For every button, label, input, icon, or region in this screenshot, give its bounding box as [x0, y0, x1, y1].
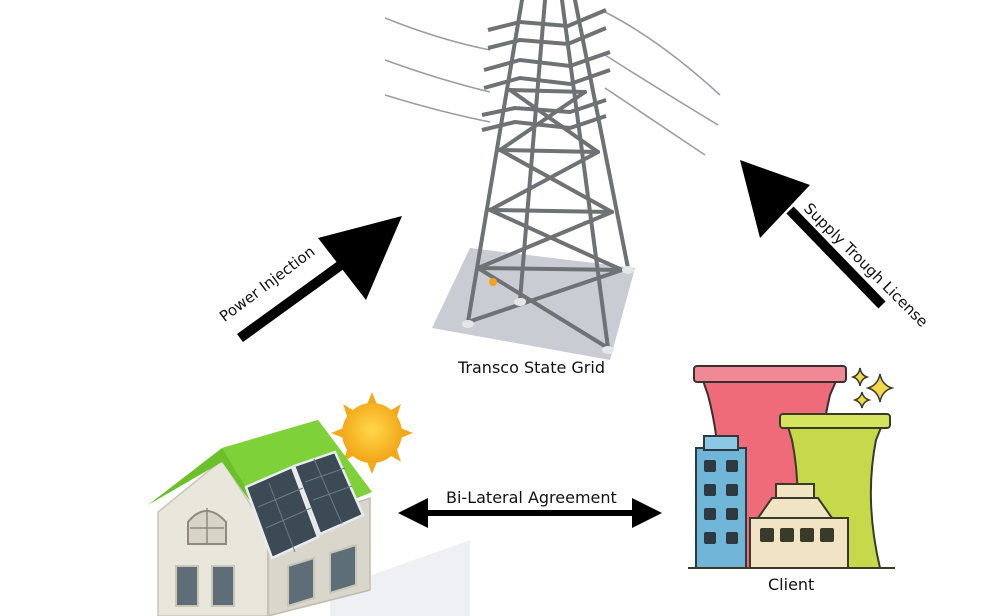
solar-house [148, 420, 470, 616]
solar-panels [244, 450, 365, 560]
sparkle-icon [850, 367, 895, 409]
power-injection-arrow [237, 216, 402, 343]
tower-footings [462, 266, 634, 354]
sun-icon [331, 392, 413, 474]
tower-lattice [466, 0, 630, 350]
tower-cross-arms [481, 8, 611, 132]
transmission-tower [384, 0, 721, 360]
client-label: Client [768, 575, 815, 594]
cream-factory-building [749, 483, 849, 569]
supply-license-arrow [740, 160, 886, 309]
grid-label: Transco State Grid [458, 358, 605, 377]
warning-sign-icon [489, 278, 497, 286]
power-lines [384, 11, 721, 156]
bi-lateral-agreement-arrow [398, 498, 662, 528]
house-windows [175, 543, 357, 608]
blue-office-building [695, 435, 747, 569]
client-factory [688, 365, 895, 569]
agreement-label: Bi-Lateral Agreement [446, 488, 617, 507]
